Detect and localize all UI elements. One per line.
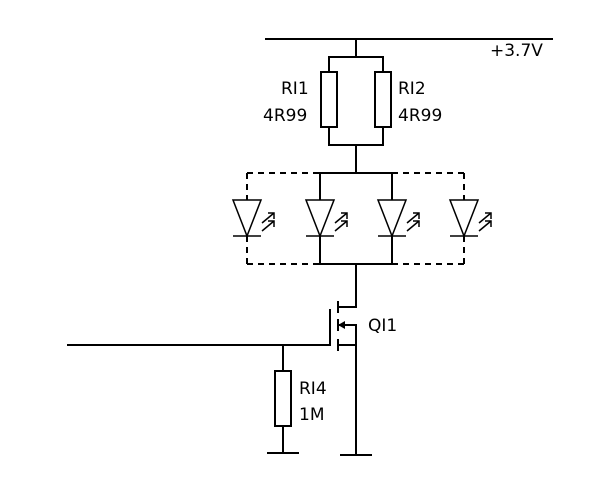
light-emission-arrows-icon [478, 212, 492, 232]
mosfet-arrow-icon [338, 321, 345, 329]
mosfet-qi1 [329, 263, 357, 456]
led-3 [376, 172, 420, 265]
resistor-ri1 [320, 71, 338, 128]
light-emission-arrows-icon [261, 212, 275, 232]
light-emission-arrows-icon [406, 212, 420, 232]
parallel-resistor-network [320, 56, 392, 174]
gate-input [67, 344, 331, 453]
transistor-qi1-ref: QI1 [368, 316, 397, 336]
resistor-ri4-ref: RI4 [299, 379, 327, 399]
resistor-ri1-value: 4R99 [263, 106, 307, 126]
resistor-ri2 [374, 71, 392, 128]
resistor-ri4 [274, 370, 292, 427]
led-1 [231, 173, 275, 264]
light-emission-arrows-icon [334, 212, 348, 232]
resistor-ri1-ref: RI1 [281, 79, 309, 99]
led-2 [304, 172, 348, 265]
resistor-ri2-value: 4R99 [398, 106, 442, 126]
resistor-ri4-value: 1M [299, 405, 324, 425]
led-bus [247, 172, 464, 265]
led-4 [448, 173, 492, 264]
supply-voltage-label: +3.7V [490, 41, 543, 61]
resistor-ri2-ref: RI2 [398, 79, 426, 99]
supply-rail [265, 38, 553, 58]
